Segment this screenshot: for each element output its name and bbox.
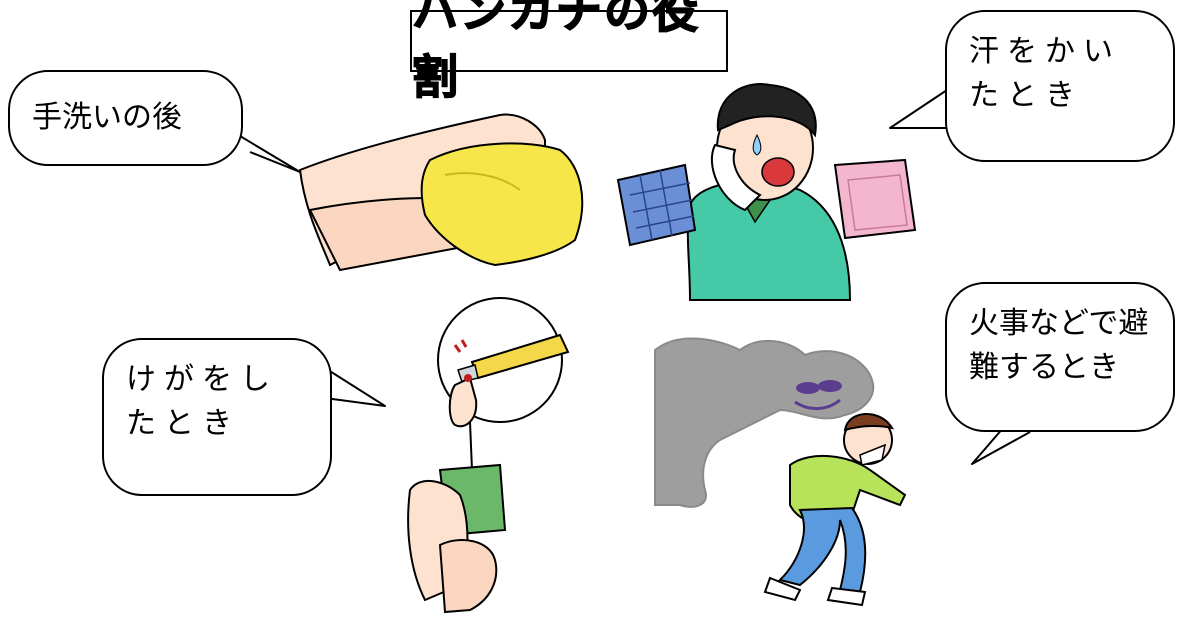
bubble-tail-2 (889, 89, 948, 129)
title-text: ハンカチの役割 (411, 0, 700, 105)
bubble-sweating: 汗をかいたとき (945, 10, 1175, 162)
bubble-text: 火事などで避難するとき (969, 306, 1149, 385)
injury-illustration (407, 297, 570, 614)
bubble-injury: けがをしたとき (102, 338, 332, 496)
bubble-text: けがをしたとき (126, 362, 278, 441)
sweating-boy-illustration (616, 83, 917, 301)
page-title: ハンカチの役割 (410, 0, 728, 105)
bubble-text: 手洗いの後 (32, 100, 182, 135)
bubble-tail-1 (229, 129, 301, 173)
bubble-tail-3 (324, 367, 386, 407)
hands-towel-illustration (298, 113, 584, 272)
fire-evacuation-illustration (654, 337, 907, 607)
bubble-fire-evac: 火事などで避難するとき (945, 282, 1175, 432)
bubble-text: 汗をかいたとき (969, 34, 1121, 113)
bubble-after-handwash: 手洗いの後 (8, 70, 243, 166)
